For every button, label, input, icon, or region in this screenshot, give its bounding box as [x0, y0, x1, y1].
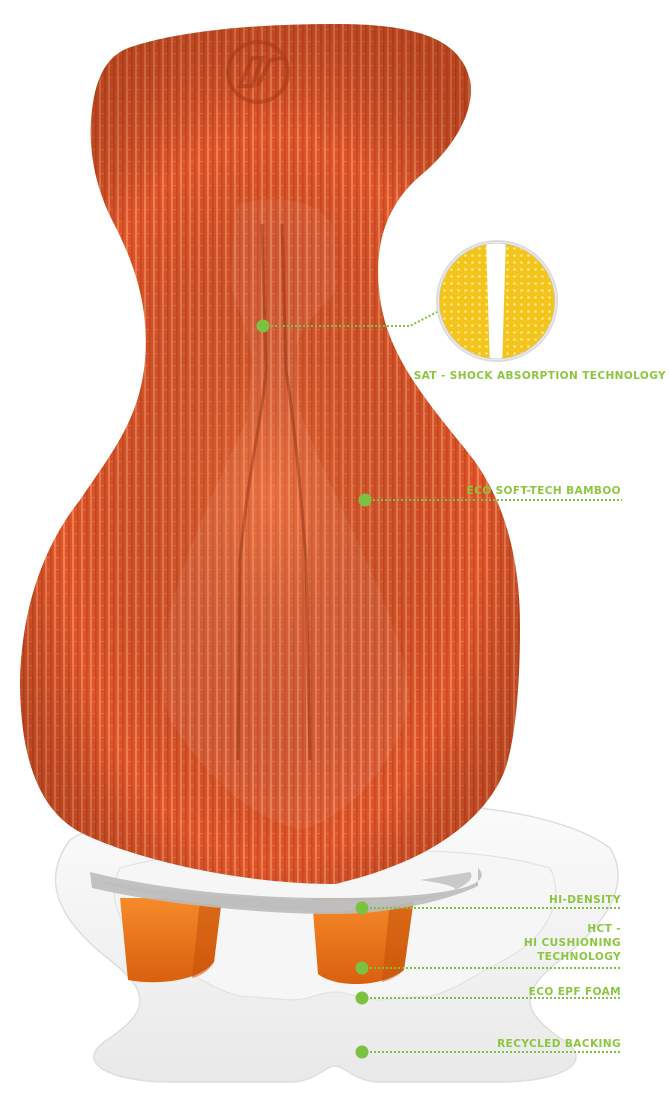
callout-dot-recycled [356, 1046, 369, 1059]
callout-dot-hct [356, 962, 369, 975]
label-eco-soft-tech-bamboo: ECO SOFT-TECH BAMBOO [467, 484, 621, 498]
label-hi-density: HI-DENSITY [549, 893, 621, 907]
callout-dot-sat [257, 320, 270, 333]
callout-dot-eco-epf [356, 992, 369, 1005]
label-recycled-backing: RECYCLED BACKING [497, 1037, 621, 1051]
label-sat: SAT - SHOCK ABSORPTION TECHNOLOGY [414, 369, 666, 383]
callout-dot-eco-soft-tech [359, 494, 372, 507]
label-eco-epf-foam: ECO EPF FOAM [529, 985, 621, 999]
label-hct: HCT - HI CUSHIONING TECHNOLOGY [524, 922, 621, 964]
sat-zoom-detail-icon [430, 230, 570, 380]
callout-dot-hi-density [356, 902, 369, 915]
